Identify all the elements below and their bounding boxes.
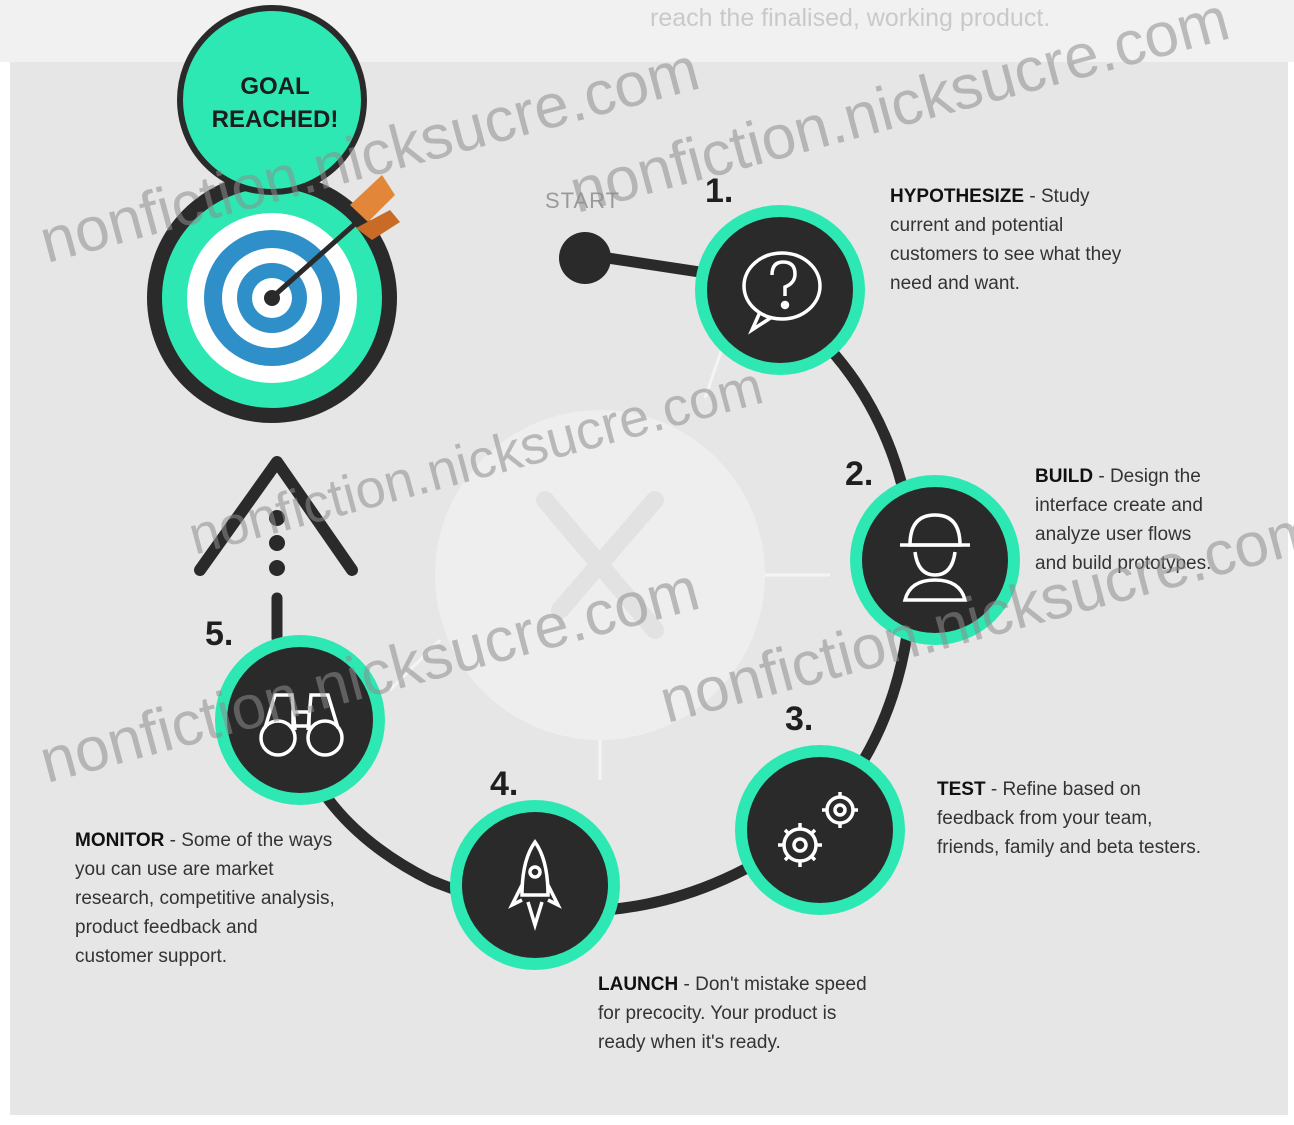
start-dot <box>559 232 611 284</box>
step-3-description: TEST - Refine based on feedback from you… <box>937 775 1207 862</box>
goal-line-2: REACHED! <box>211 106 339 133</box>
goal-badge-text: GOAL REACHED! <box>190 70 360 136</box>
goal-line-1: GOAL <box>240 73 310 100</box>
center-hub <box>388 339 830 780</box>
rocket-icon <box>508 839 562 932</box>
question-bubble-icon <box>742 251 822 335</box>
tools-icon <box>536 491 664 639</box>
step-5-text: - Some of the ways you can use are marke… <box>75 830 335 967</box>
step-5-number: 5. <box>205 615 234 653</box>
step-1-node <box>695 205 865 375</box>
step-4-description: LAUNCH - Don't mistake speed for precoci… <box>598 970 888 1057</box>
step-5-description: MONITOR - Some of the ways you can use a… <box>75 826 340 971</box>
step-2-description: BUILD - Design the interface create and … <box>1035 462 1225 578</box>
step-1-title: HYPOTHESIZE <box>890 186 1025 207</box>
step-3-text: - Refine based on feedback from your tea… <box>937 779 1202 858</box>
start-label: START <box>545 188 621 213</box>
step-4-text: - Don't mistake speed for precocity. You… <box>598 974 867 1053</box>
step-2-number: 2. <box>845 455 874 493</box>
goal-badge <box>177 5 367 195</box>
up-arrow <box>194 456 358 644</box>
builder-hardhat-icon <box>900 513 970 602</box>
step-5-title: MONITOR <box>75 830 165 851</box>
step-5-node <box>215 635 385 805</box>
header-caption: reach the finalised, working product. <box>650 4 1051 32</box>
step-2-node <box>850 475 1020 645</box>
goal-target <box>147 173 397 423</box>
step-3-node <box>735 745 905 915</box>
step-2-text: - Design the interface create and analyz… <box>1035 466 1212 574</box>
step-3-title: TEST <box>937 779 986 800</box>
step-4-number: 4. <box>490 765 519 803</box>
step-1-description: HYPOTHESIZE - Study current and potentia… <box>890 182 1150 298</box>
gears-icon <box>778 792 858 867</box>
step-1-number: 1. <box>705 172 734 210</box>
step-2-title: BUILD <box>1035 466 1094 487</box>
binoculars-icon <box>259 693 344 757</box>
step-3-number: 3. <box>785 700 814 738</box>
step-4-node <box>450 800 620 970</box>
step-4-title: LAUNCH <box>598 974 679 995</box>
arrow-in-target <box>274 175 400 296</box>
step-1-text: - Study current and potential customers … <box>890 186 1122 294</box>
